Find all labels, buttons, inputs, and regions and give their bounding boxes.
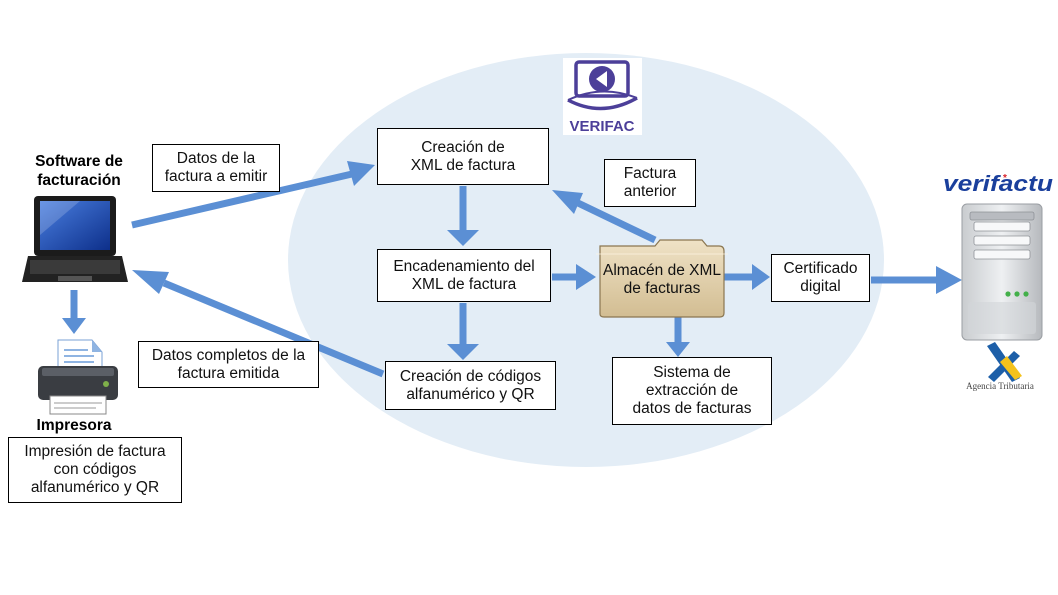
arrowhead-sistema <box>666 342 690 357</box>
box-encadenamiento: Encadenamiento del XML de factura <box>377 249 551 302</box>
arrowhead-encadenamiento <box>447 230 479 246</box>
arrow-codigos-to-software <box>162 279 385 378</box>
verifac-logo: VERIFAC <box>563 58 642 135</box>
verifactu-logo: verifactu * <box>943 171 1054 196</box>
agencia-tributaria-logo: Agencia Tributaria <box>966 342 1034 391</box>
box-factura-anterior: Factura anterior <box>604 159 696 207</box>
arrowhead-certificado <box>752 264 770 290</box>
arrowhead-printer <box>62 318 86 334</box>
folder-label: Almacén de XML de facturas <box>602 262 722 297</box>
arrows <box>70 170 940 378</box>
arrowhead-codigos <box>447 344 479 360</box>
arrow-almacen-to-creacion <box>576 199 657 244</box>
arrowhead-creacion-from-almacen <box>552 190 583 214</box>
printer-icon <box>38 339 118 415</box>
arrowhead-software <box>132 270 169 294</box>
arrowhead-almacen <box>576 264 596 290</box>
box-creacion-xml: Creación de XML de factura <box>377 128 549 185</box>
agencia-tributaria-text: Agencia Tributaria <box>966 381 1034 391</box>
laptop-icon <box>22 196 128 282</box>
folder-icon <box>596 239 728 318</box>
svg-text:*: * <box>1003 173 1007 184</box>
arrowhead-creacion <box>347 161 375 186</box>
arrowhead-server <box>936 266 962 294</box>
arrow-software-to-creacion <box>131 170 353 229</box>
box-creacion-codigos: Creación de códigos alfanumérico y QR <box>385 361 556 410</box>
verifactu-logo-text: verifactu <box>943 171 1054 196</box>
server-icon <box>961 203 1043 341</box>
box-certificado: Certificado digital <box>771 254 870 302</box>
verifac-logo-text: VERIFAC <box>569 118 634 135</box>
box-datos-factura-emitir: Datos de la factura a emitir <box>152 144 280 192</box>
box-datos-completos: Datos completos de la factura emitida <box>138 341 319 388</box>
arrowheads <box>62 161 962 360</box>
software-label: Software de facturación <box>35 153 123 189</box>
box-impresion: Impresión de factura con códigos alfanum… <box>8 437 182 503</box>
box-sistema-extraccion: Sistema de extracción de datos de factur… <box>612 357 772 425</box>
printer-label: Impresora <box>36 417 112 434</box>
